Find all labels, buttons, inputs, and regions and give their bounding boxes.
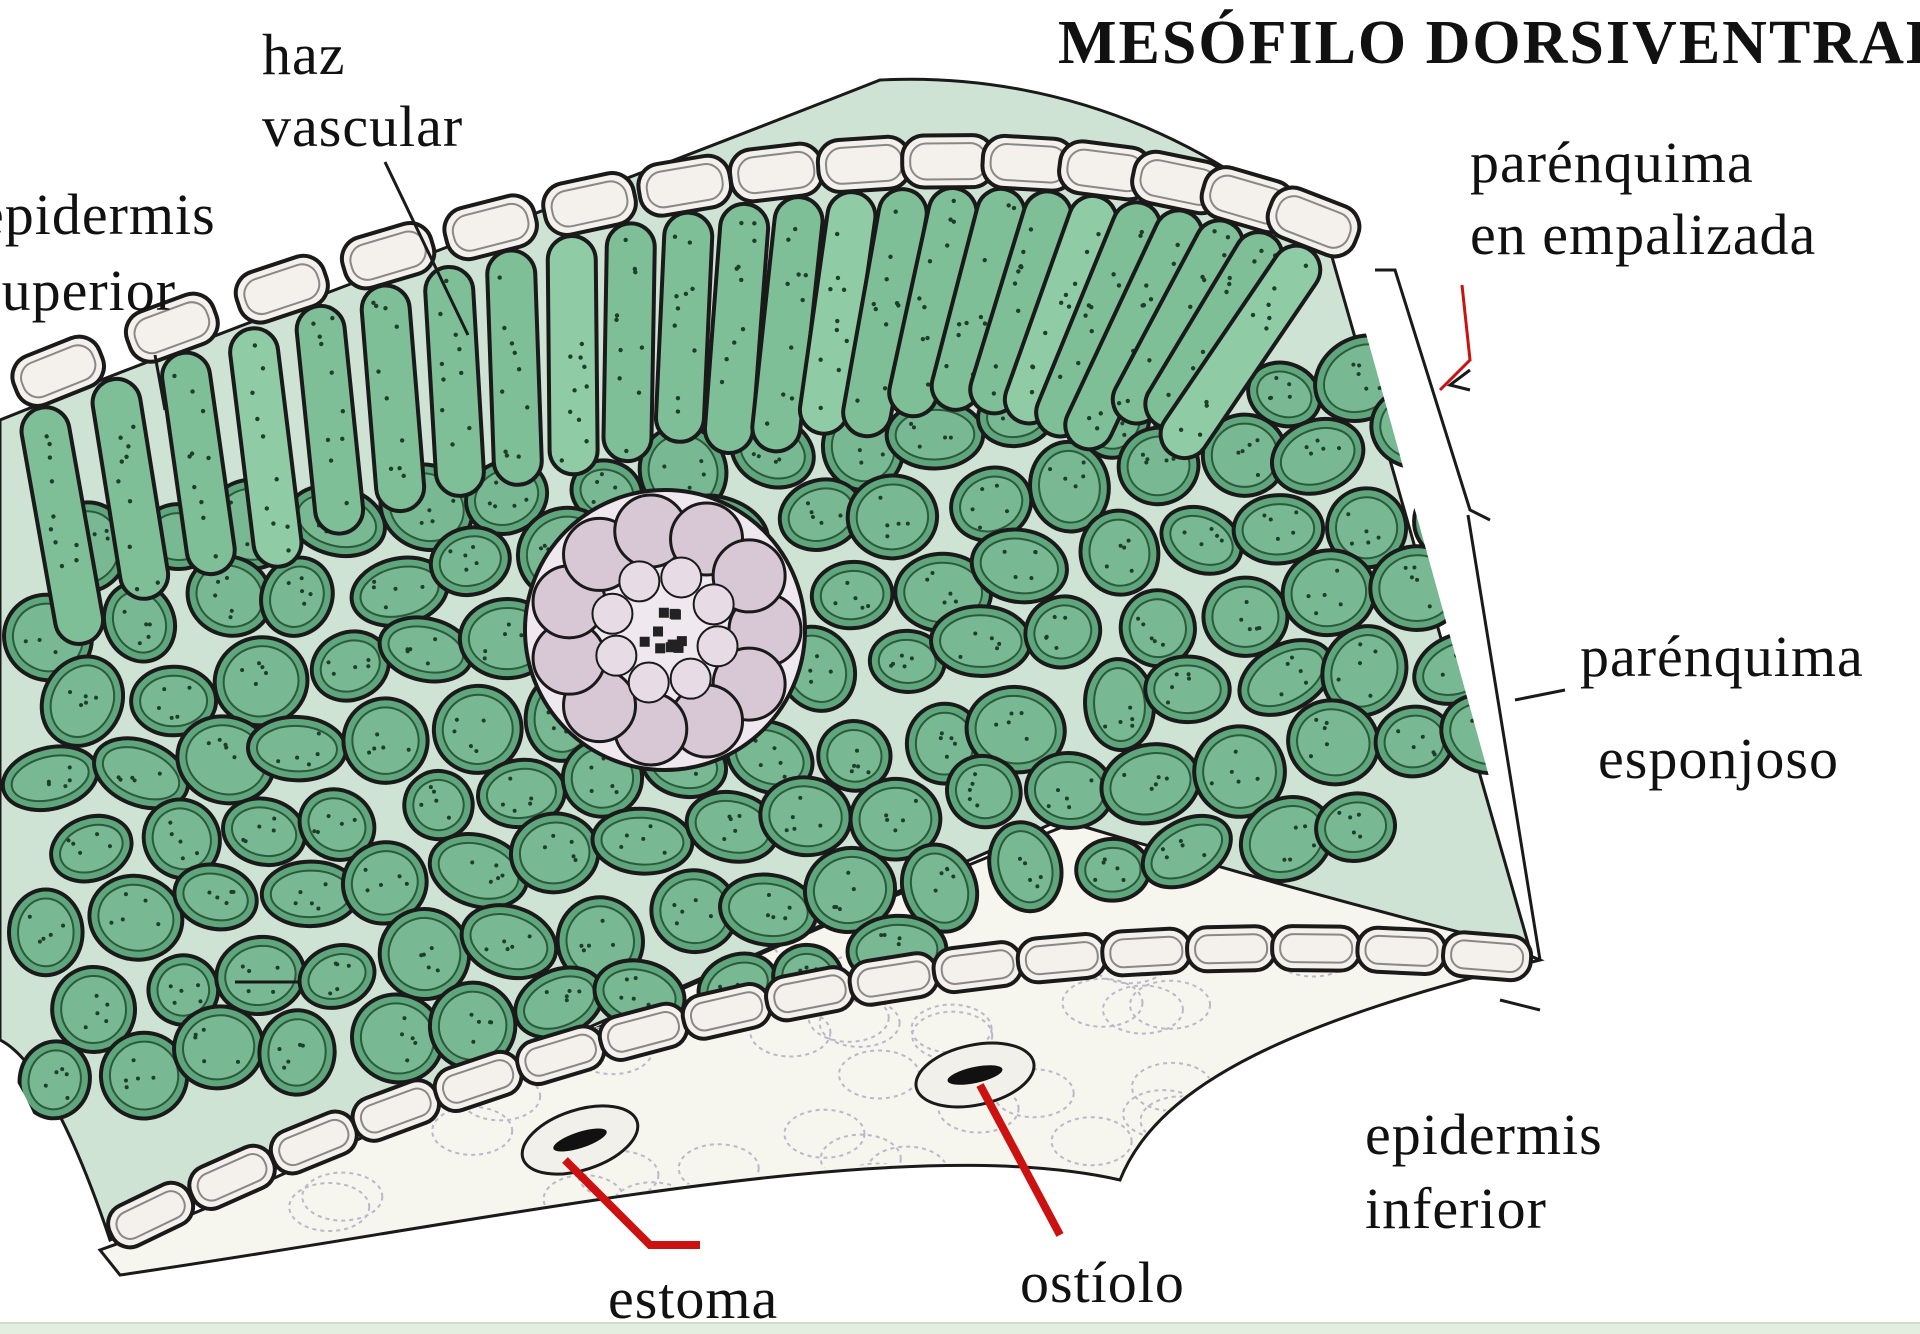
label-estoma: estoma	[608, 1270, 778, 1328]
spongy-cell	[930, 605, 1031, 676]
leader-epidermis-inferior	[1500, 1000, 1540, 1010]
surface-cell-outline	[1247, 1121, 1327, 1169]
vascular-cell	[661, 557, 701, 597]
lower-epidermis-cell	[1101, 928, 1191, 977]
label-epidermis-superior-1: epidermis	[0, 186, 216, 244]
palisade-cell	[548, 236, 598, 475]
vascular-cell	[671, 659, 711, 699]
surface-cell-outline	[927, 1181, 1007, 1229]
surface-cell-outline	[1347, 1031, 1427, 1079]
palisade-cell	[486, 250, 542, 486]
vascular-cell	[619, 561, 659, 601]
lower-epidermis-cell	[931, 940, 1024, 995]
surface-cell-outline	[1273, 1155, 1353, 1203]
label-spongy-2: esponjoso	[1598, 730, 1839, 788]
spongy-cell	[1445, 389, 1534, 468]
surface-cell-outline	[1137, 1195, 1217, 1243]
label-epidermis-inferior-2: inferior	[1365, 1180, 1547, 1238]
bracket-palisade-tick	[1450, 370, 1470, 390]
spongy-cell	[1145, 656, 1230, 722]
spongy-cell	[247, 715, 347, 781]
label-epidermis-inferior-1: epidermis	[1365, 1106, 1603, 1164]
diagram-title: MESÓFILO DORSIVENTRAL	[1058, 12, 1920, 74]
upper-epidermis-cell	[902, 135, 994, 188]
label-palisade-2: en empalizada	[1470, 206, 1816, 264]
vascular-cell	[629, 663, 669, 703]
xylem-cell	[653, 626, 663, 636]
surface-cell-outline	[1279, 1136, 1359, 1184]
vascular-cell	[592, 594, 632, 634]
lower-epidermis-cell	[1272, 926, 1361, 971]
label-ostiolo: ostíolo	[1020, 1254, 1185, 1312]
label-palisade-1: parénquima	[1470, 134, 1754, 192]
label-spongy-1: parénquima	[1580, 628, 1864, 686]
vascular-cell	[596, 636, 636, 676]
bottom-bar	[0, 1322, 1920, 1334]
spongy-cell	[9, 889, 83, 975]
xylem-cell	[659, 608, 669, 618]
lower-epidermis-cell	[1357, 927, 1447, 975]
spongy-cell	[1076, 838, 1151, 901]
label-vascular: vascular	[262, 98, 463, 156]
surface-cell-outline	[1226, 1077, 1306, 1125]
upper-epidermis-cell	[816, 135, 911, 193]
spongy-cell	[1369, 545, 1465, 631]
vascular-cell	[694, 584, 734, 624]
upper-epidermis-cell	[728, 141, 825, 204]
xylem-cell	[640, 637, 650, 647]
palisade-cell	[603, 223, 655, 462]
lower-epidermis-cell	[1016, 932, 1108, 984]
lower-epidermis-cell	[1187, 926, 1276, 972]
xylem-cell	[671, 610, 681, 620]
vascular-bundle	[525, 490, 805, 770]
surface-cell-outline	[1305, 1030, 1385, 1078]
surface-cell-outline	[1075, 1200, 1155, 1248]
label-haz: haz	[262, 26, 346, 84]
vascular-cell	[698, 626, 738, 666]
xylem-cell	[655, 643, 665, 653]
bracket-spongy-tick	[1515, 690, 1565, 700]
lower-epidermis-cell	[1441, 931, 1532, 982]
xylem-cell	[668, 640, 678, 650]
